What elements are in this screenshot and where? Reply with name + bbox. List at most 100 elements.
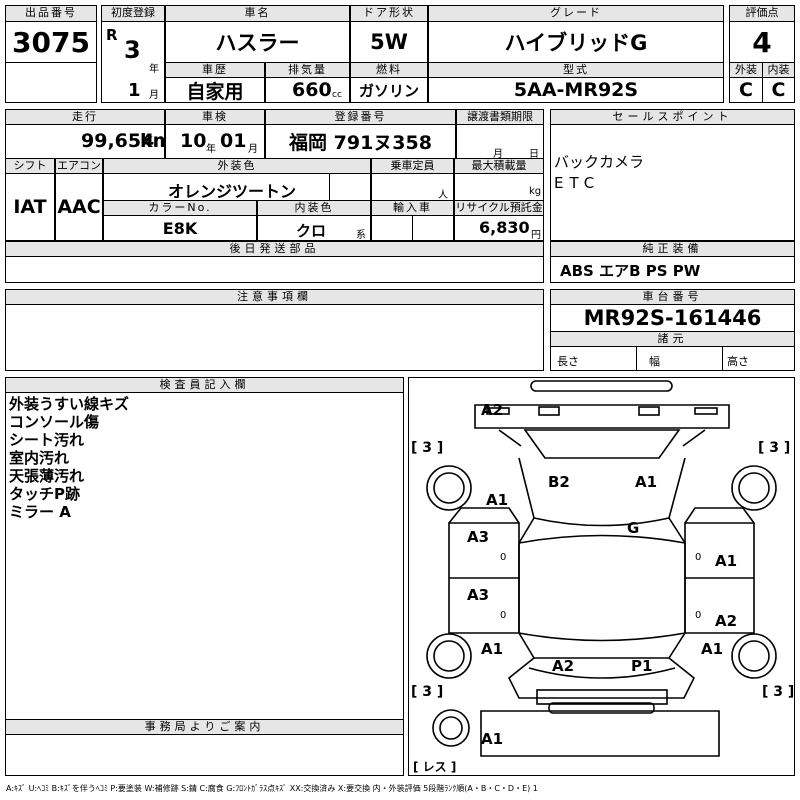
- inspection-box: 10 年 01 月: [165, 124, 265, 159]
- ext-color-box: オレンジツートン: [103, 173, 330, 201]
- mark-a2-right-rear-door: A2: [715, 612, 738, 630]
- spec-width-label: 幅: [649, 355, 660, 368]
- displacement-box: 660 cc: [265, 77, 350, 103]
- history-value: 自家用: [165, 77, 265, 103]
- car-diagram: [426, 380, 777, 757]
- color-no-value: E8K: [103, 215, 257, 241]
- later-parts-box: [5, 256, 544, 283]
- capacity-unit: 人: [438, 190, 448, 201]
- plate-label: 登録番号: [265, 109, 456, 125]
- inspector-note: 外装うすい線キズ: [9, 395, 130, 413]
- recycle-unit: 円: [531, 230, 541, 241]
- score-value: 4: [729, 21, 795, 63]
- sales-point-line-2: ETC: [554, 174, 601, 192]
- mark-a2-rear: A2: [552, 657, 575, 675]
- import-box-1: [371, 215, 413, 241]
- caution-label: 注意事項欄: [5, 289, 544, 305]
- mark-a3-left-front-door: A3: [467, 528, 490, 546]
- rear-curve: [528, 667, 676, 679]
- lot-blank: [5, 62, 97, 103]
- ext-color-extra: [329, 173, 371, 201]
- spare-tire-inner: [439, 716, 463, 740]
- spare-tire: [432, 709, 470, 747]
- lot-number: 3075: [5, 21, 97, 63]
- first-reg-label: 初度登録: [101, 5, 165, 22]
- genuine-label: 純正装備: [550, 241, 795, 257]
- first-reg-year: 3: [124, 36, 141, 64]
- import-label: 輸入車: [371, 200, 454, 216]
- specs-label: 諸元: [550, 331, 795, 347]
- mark-p1-rear: P1: [631, 657, 653, 675]
- spec-length-label: 長さ: [557, 355, 579, 368]
- name-label: 車名: [165, 5, 350, 22]
- inspection-month: 01: [220, 130, 247, 152]
- mark-b2-roof: B2: [548, 473, 570, 491]
- inspector-label: 検査員記入欄: [5, 377, 404, 393]
- tire-depth-rear-right: [ 3 ]: [762, 684, 795, 700]
- office-label: 事務局よりご案内: [5, 719, 404, 735]
- recycle-box: 6,830 円: [454, 215, 544, 241]
- int-color-unit: 系: [356, 230, 366, 241]
- aircon-label: エアコン: [55, 158, 103, 174]
- front-panel-outline: [474, 404, 730, 429]
- inspector-note: 室内汚れ: [9, 449, 70, 467]
- mark-zero-left-front: 0: [500, 552, 507, 563]
- first-reg-month: 1: [128, 80, 141, 101]
- car-diagram-box: A2 B2 A1 G A1 A3 0 A3 0 A1 0 A1 0 A2 A1 …: [408, 377, 795, 776]
- front-panel-detail: [538, 406, 560, 416]
- mark-zero-left-rear: 0: [500, 610, 507, 621]
- lot-label: 出品番号: [5, 5, 97, 22]
- office-box: [5, 734, 404, 776]
- max-load-label: 最大積載量: [454, 158, 544, 174]
- int-score-label: 内装: [762, 62, 795, 78]
- grade-label: グレード: [428, 5, 724, 22]
- mark-a1-right-rear: A1: [701, 640, 724, 658]
- ext-color-value: オレンジツートン: [168, 182, 297, 201]
- mark-a1-bumper: A1: [481, 730, 504, 748]
- mark-zero-right-front: 0: [695, 552, 702, 563]
- right-doors-outline: [684, 522, 755, 634]
- inspector-note: コンソール傷: [9, 413, 100, 431]
- ext-score-label: 外装: [729, 62, 763, 78]
- recycle-label: リサイクル預託金: [454, 200, 544, 216]
- mileage-unit: km: [140, 130, 173, 152]
- left-door-top: [448, 507, 520, 524]
- first-reg-month-unit: 月: [149, 90, 159, 101]
- mark-a1-right-front-door: A1: [715, 552, 738, 570]
- shift-value: IAT: [5, 173, 55, 241]
- shift-label: シフト: [5, 158, 55, 174]
- displacement-unit: cc: [332, 90, 342, 100]
- mark-a3-left-rear-door: A3: [467, 586, 490, 604]
- transfer-doc-day: 日: [529, 149, 539, 160]
- int-color-label: 内装色: [257, 200, 371, 216]
- mark-zero-right-rear: 0: [695, 610, 702, 621]
- fuel-value: ガソリン: [350, 77, 428, 103]
- cabin-curve-top: [518, 534, 686, 544]
- inspection-year-unit: 年: [206, 144, 216, 155]
- wheel-left-rear: [426, 633, 472, 679]
- spec-length-box: 長さ: [550, 346, 637, 371]
- wheel-right-front: [731, 465, 777, 511]
- displacement-value: 660: [292, 79, 332, 101]
- legend-text: A:ｷｽﾞ U:ﾍｺﾐ B:ｷｽﾞを伴うﾍｺﾐ P:要塗装 W:補修跡 S:錆 …: [6, 784, 538, 793]
- transfer-doc-box: 月 日: [456, 124, 544, 160]
- mileage-label: 走行: [5, 109, 165, 125]
- capacity-box: 人: [371, 173, 454, 201]
- wheel-left-rear-inner: [433, 640, 465, 672]
- max-load-box: kg: [454, 173, 544, 201]
- genuine-value: ABS エアB PS PW: [560, 262, 701, 280]
- mark-a1-left-rear: A1: [481, 640, 504, 658]
- model-value: 5AA-MR92S: [428, 77, 724, 103]
- rear-bumper-lower-outline: [480, 710, 720, 757]
- genuine-box: ABS エアB PS PW: [550, 256, 795, 283]
- inspection-month-unit: 月: [248, 144, 258, 155]
- ext-color-label: 外装色: [103, 158, 371, 174]
- doors-value: 5W: [350, 21, 428, 63]
- first-reg-era: R: [106, 26, 118, 44]
- spec-height-box: 高さ: [722, 346, 795, 371]
- tire-depth-front-left: [ 3 ]: [411, 440, 444, 456]
- inspection-label: 車検: [165, 109, 265, 125]
- sales-point-box: バックカメラ ETC: [550, 124, 795, 241]
- right-door-top: [684, 507, 755, 524]
- rear-panel-outline: [507, 657, 696, 699]
